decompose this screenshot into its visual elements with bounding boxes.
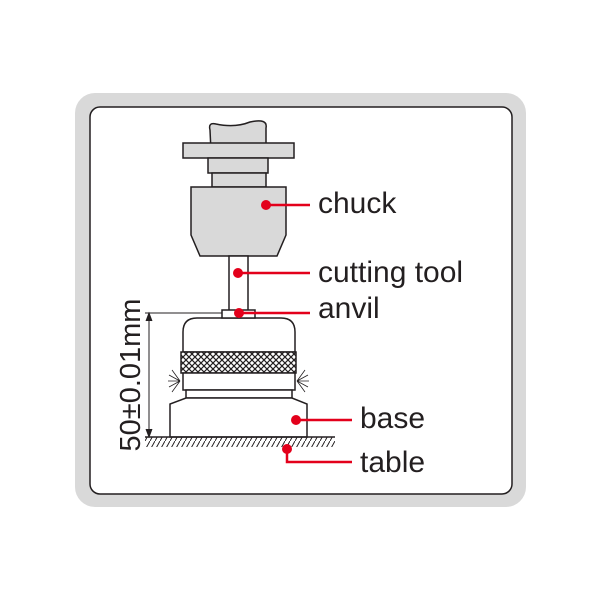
led-glow-right — [296, 369, 309, 393]
neck — [207, 157, 269, 174]
callout-cutting-tool: cutting tool — [233, 256, 463, 289]
label-table: table — [360, 446, 425, 479]
callout-table: table — [282, 444, 425, 479]
callout-anvil: anvil — [234, 292, 380, 325]
led-glow-left — [168, 369, 181, 393]
setter-dome — [182, 317, 296, 353]
chuck-drawing — [182, 120, 295, 257]
chuck-body — [190, 186, 287, 257]
table-hatching — [145, 437, 335, 447]
cutting-tool-drawing — [228, 255, 249, 314]
callout-chuck: chuck — [261, 187, 397, 220]
ring — [182, 372, 296, 391]
knurled-ring — [180, 351, 297, 374]
label-anvil: anvil — [318, 292, 380, 325]
dimension-line — [145, 311, 222, 439]
callout-base: base — [291, 402, 425, 435]
base-drawing — [169, 397, 308, 438]
label-cutting-tool: cutting tool — [318, 256, 463, 289]
dimension-label: 50±0.01mm — [115, 299, 147, 452]
label-base: base — [360, 402, 425, 435]
collar — [185, 389, 293, 399]
tool-setter-drawing — [168, 309, 309, 438]
label-chuck: chuck — [318, 187, 397, 220]
flange — [182, 142, 295, 159]
neck-lower — [211, 172, 267, 188]
